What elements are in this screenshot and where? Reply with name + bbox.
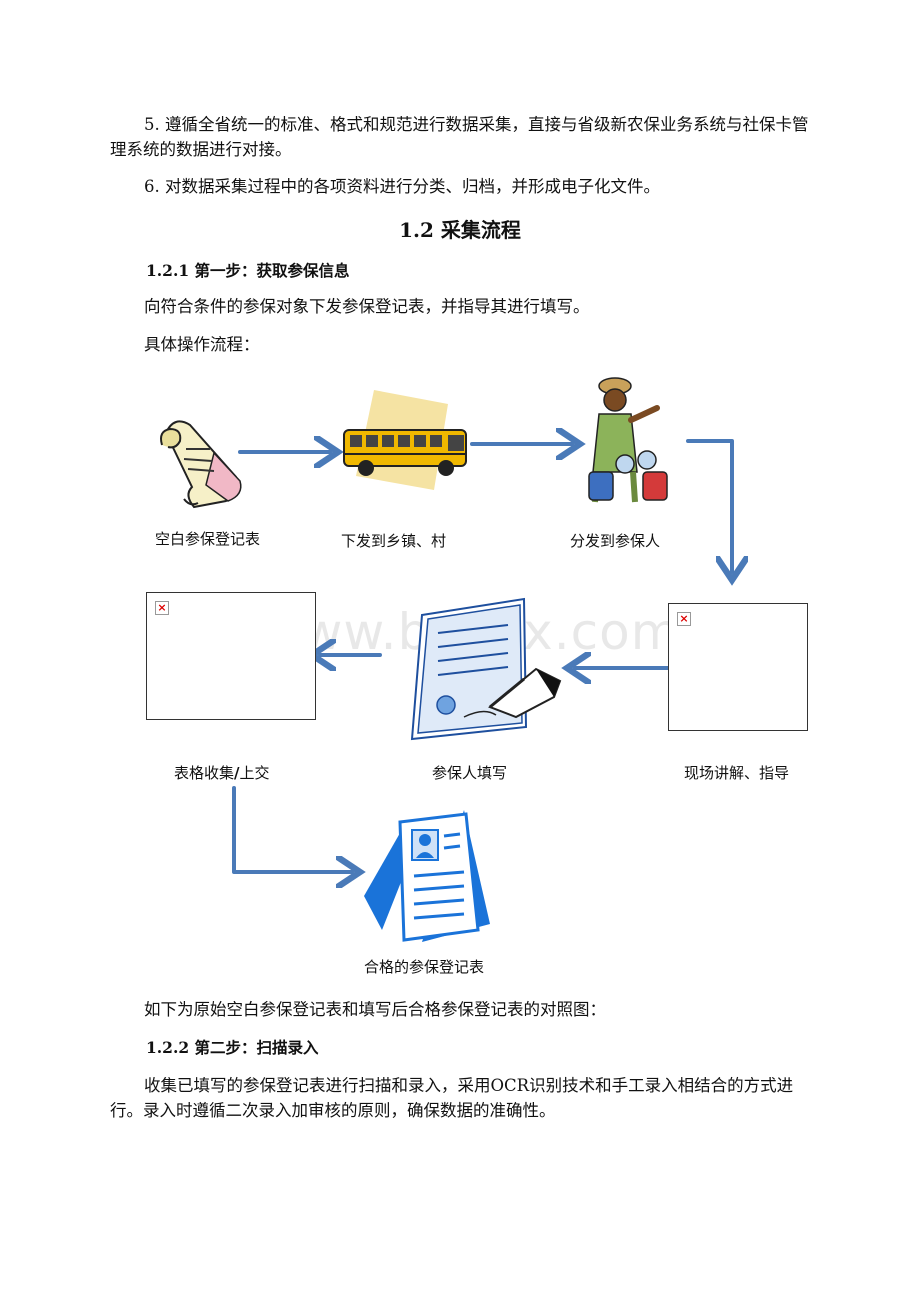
blank-form-scroll-icon [160,420,242,509]
section-title: 1.2 采集流程 [399,218,521,242]
step2-title: 1.2.2 第二步：扫描录入 [146,1038,319,1057]
caption-blank-form: 空白参保登记表 [155,530,261,548]
list-item-5: 5. 遵循全省统一的标准、格式和规范进行数据采集，直接与省级新农保业务系统与社保… [110,115,809,159]
caption-qualified-form: 合格的参保登记表 [364,958,485,976]
distributor-person-icon [588,377,668,503]
arrow-down-right [686,439,732,572]
broken-image-icon: × [677,612,691,626]
collect-submit-image: × [146,592,316,720]
signing-document-icon [410,597,562,741]
broken-image-icon: × [155,601,169,615]
step2-description: 收集已填写的参保登记表进行扫描和录入，采用OCR识别技术和手工录入相结合的方式进… [110,1076,794,1120]
compare-text: 如下为原始空白参保登记表和填写后合格参保登记表的对照图： [144,1000,606,1019]
caption-distribute-person: 分发到参保人 [570,532,661,550]
onsite-guide-image: × [668,603,808,731]
school-bus-icon [343,390,467,490]
list-item-6: 6. 对数据采集过程中的各项资料进行分类、归档，并形成电子化文件。 [144,177,660,196]
caption-person-fill: 参保人填写 [432,764,508,782]
qualified-form-icon [364,810,490,942]
caption-onsite-guide: 现场讲解、指导 [684,764,790,782]
caption-collect-submit-part1: 表格收集 [174,764,235,782]
caption-distribute-town: 下发到乡镇、村 [341,532,447,550]
caption-collect-submit-slash: / [234,764,240,782]
step1-description: 向符合条件的参保对象下发参保登记表，并指导其进行填写。 [144,297,590,316]
arrow-collect-to-qualified [232,786,352,872]
step1-title: 1.2.1 第一步：获取参保信息 [146,261,350,280]
caption-collect-submit: 表格收集/上交 [174,762,270,783]
caption-collect-submit-part2: 上交 [239,764,270,782]
step1-ops-label: 具体操作流程： [144,335,260,354]
